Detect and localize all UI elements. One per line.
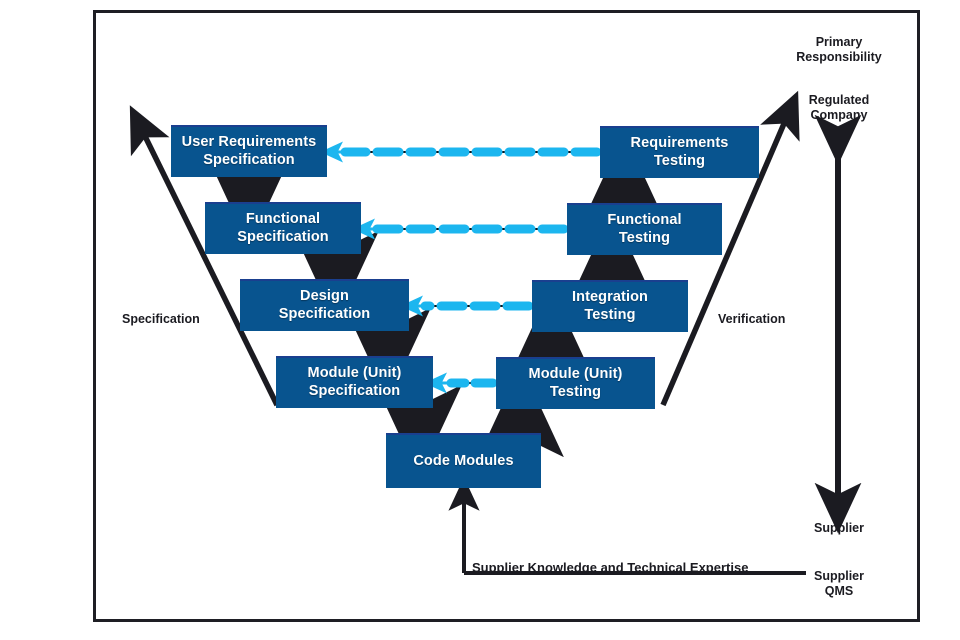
node-label-line2: Testing	[653, 153, 706, 169]
node-label: Functional Specification	[237, 211, 329, 246]
supplier-qms-line1: Supplier	[813, 569, 864, 583]
label-supplier-qms: Supplier QMS	[786, 569, 892, 599]
supplier-line1: Supplier	[813, 521, 864, 535]
node-label: Functional Testing	[607, 212, 681, 247]
node-label: Module (Unit) Specification	[308, 365, 402, 400]
node-label: Integration Testing	[572, 289, 648, 324]
node-label-line1: Design	[300, 288, 349, 305]
node-label-line2: Testing	[549, 384, 602, 400]
node-label-line2: Specification	[203, 152, 295, 168]
primary-responsibility-line1: Primary	[815, 35, 863, 49]
node-functional-specification[interactable]: Functional Specification	[205, 202, 361, 254]
label-supplier: Supplier	[786, 521, 892, 536]
node-label-line1: Integration	[571, 289, 648, 306]
node-label-line2: Testing	[584, 307, 636, 323]
label-regulated-company: Regulated Company	[786, 93, 892, 123]
primary-responsibility-line2: Responsibility	[796, 50, 882, 64]
node-label-line1: Functional	[245, 211, 321, 228]
node-integration-testing[interactable]: Integration Testing	[532, 280, 688, 332]
label-verification-branch: Verification	[718, 312, 786, 326]
node-module-unit-specification[interactable]: Module (Unit) Specification	[276, 356, 433, 408]
node-label-line1: Code Modules	[413, 452, 514, 469]
node-label-line1: Module (Unit)	[528, 366, 623, 383]
regulated-company-line2: Company	[810, 108, 868, 122]
node-label-line1: Requirements	[630, 135, 729, 152]
node-label: Requirements Testing	[631, 135, 729, 170]
node-label: User Requirements Specification	[182, 134, 317, 169]
label-specification-branch: Specification	[122, 312, 200, 326]
supplier-qms-line2: QMS	[824, 584, 854, 598]
node-label-line1: User Requirements	[181, 134, 317, 151]
node-label-line1: Module (Unit)	[307, 365, 402, 382]
node-module-unit-testing[interactable]: Module (Unit) Testing	[496, 357, 655, 409]
node-label-line2: Testing	[618, 230, 671, 246]
label-supplier-knowledge: Supplier Knowledge and Technical Experti…	[472, 560, 749, 575]
regulated-company-line1: Regulated	[808, 93, 870, 107]
node-requirements-testing[interactable]: Requirements Testing	[600, 126, 759, 178]
node-code-modules[interactable]: Code Modules	[386, 433, 541, 488]
node-label: Design Specification	[279, 288, 371, 323]
node-label-line2: Specification	[278, 306, 371, 322]
node-label-line2: Specification	[308, 383, 401, 399]
node-label-line1: Functional	[607, 212, 682, 229]
node-label: Module (Unit) Testing	[529, 366, 623, 401]
node-functional-testing[interactable]: Functional Testing	[567, 203, 722, 255]
node-design-specification[interactable]: Design Specification	[240, 279, 409, 331]
label-primary-responsibility: Primary Responsibility	[786, 35, 892, 65]
node-user-requirements-specification[interactable]: User Requirements Specification	[171, 125, 327, 177]
node-label-line2: Specification	[237, 229, 329, 245]
